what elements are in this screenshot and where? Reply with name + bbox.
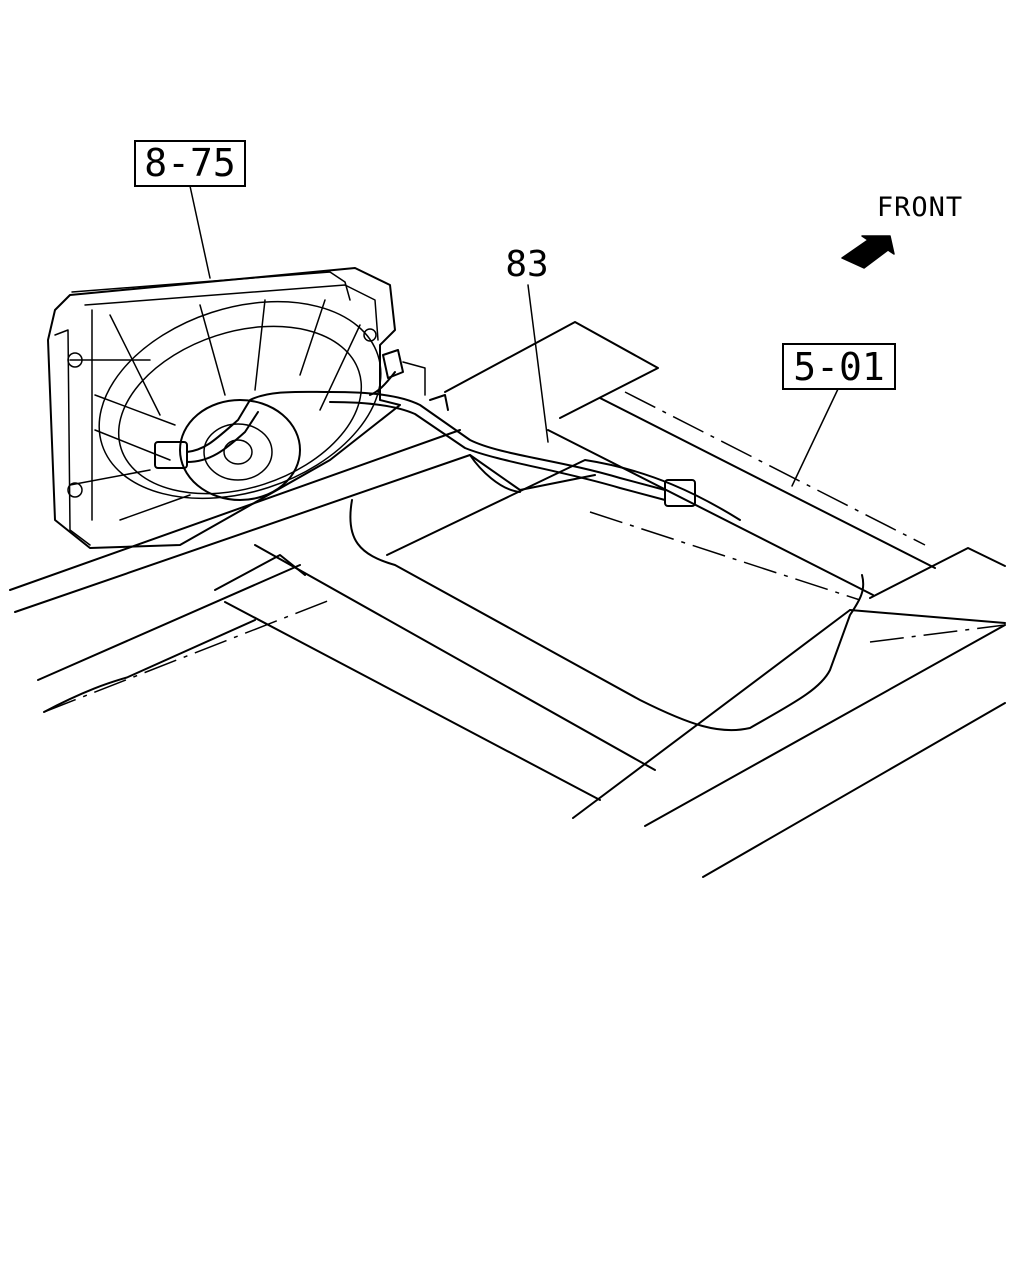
ref-label-fan-assembly[interactable]: 8-75 — [134, 140, 246, 187]
ref-label-text-8-75: 8-75 — [144, 141, 236, 185]
callout-83: 83 — [505, 244, 548, 285]
ref-label-frame[interactable]: 5-01 — [782, 343, 896, 390]
frame-drawing — [9, 321, 1006, 878]
leader-lines — [189, 185, 839, 487]
front-indicator: FRONT — [841, 192, 963, 269]
ref-label-text-5-01: 5-01 — [793, 345, 885, 389]
fan-assembly-drawing — [47, 267, 401, 549]
harness-drawing — [329, 349, 696, 507]
front-label: FRONT — [877, 192, 963, 223]
arrow-icon — [841, 235, 895, 269]
